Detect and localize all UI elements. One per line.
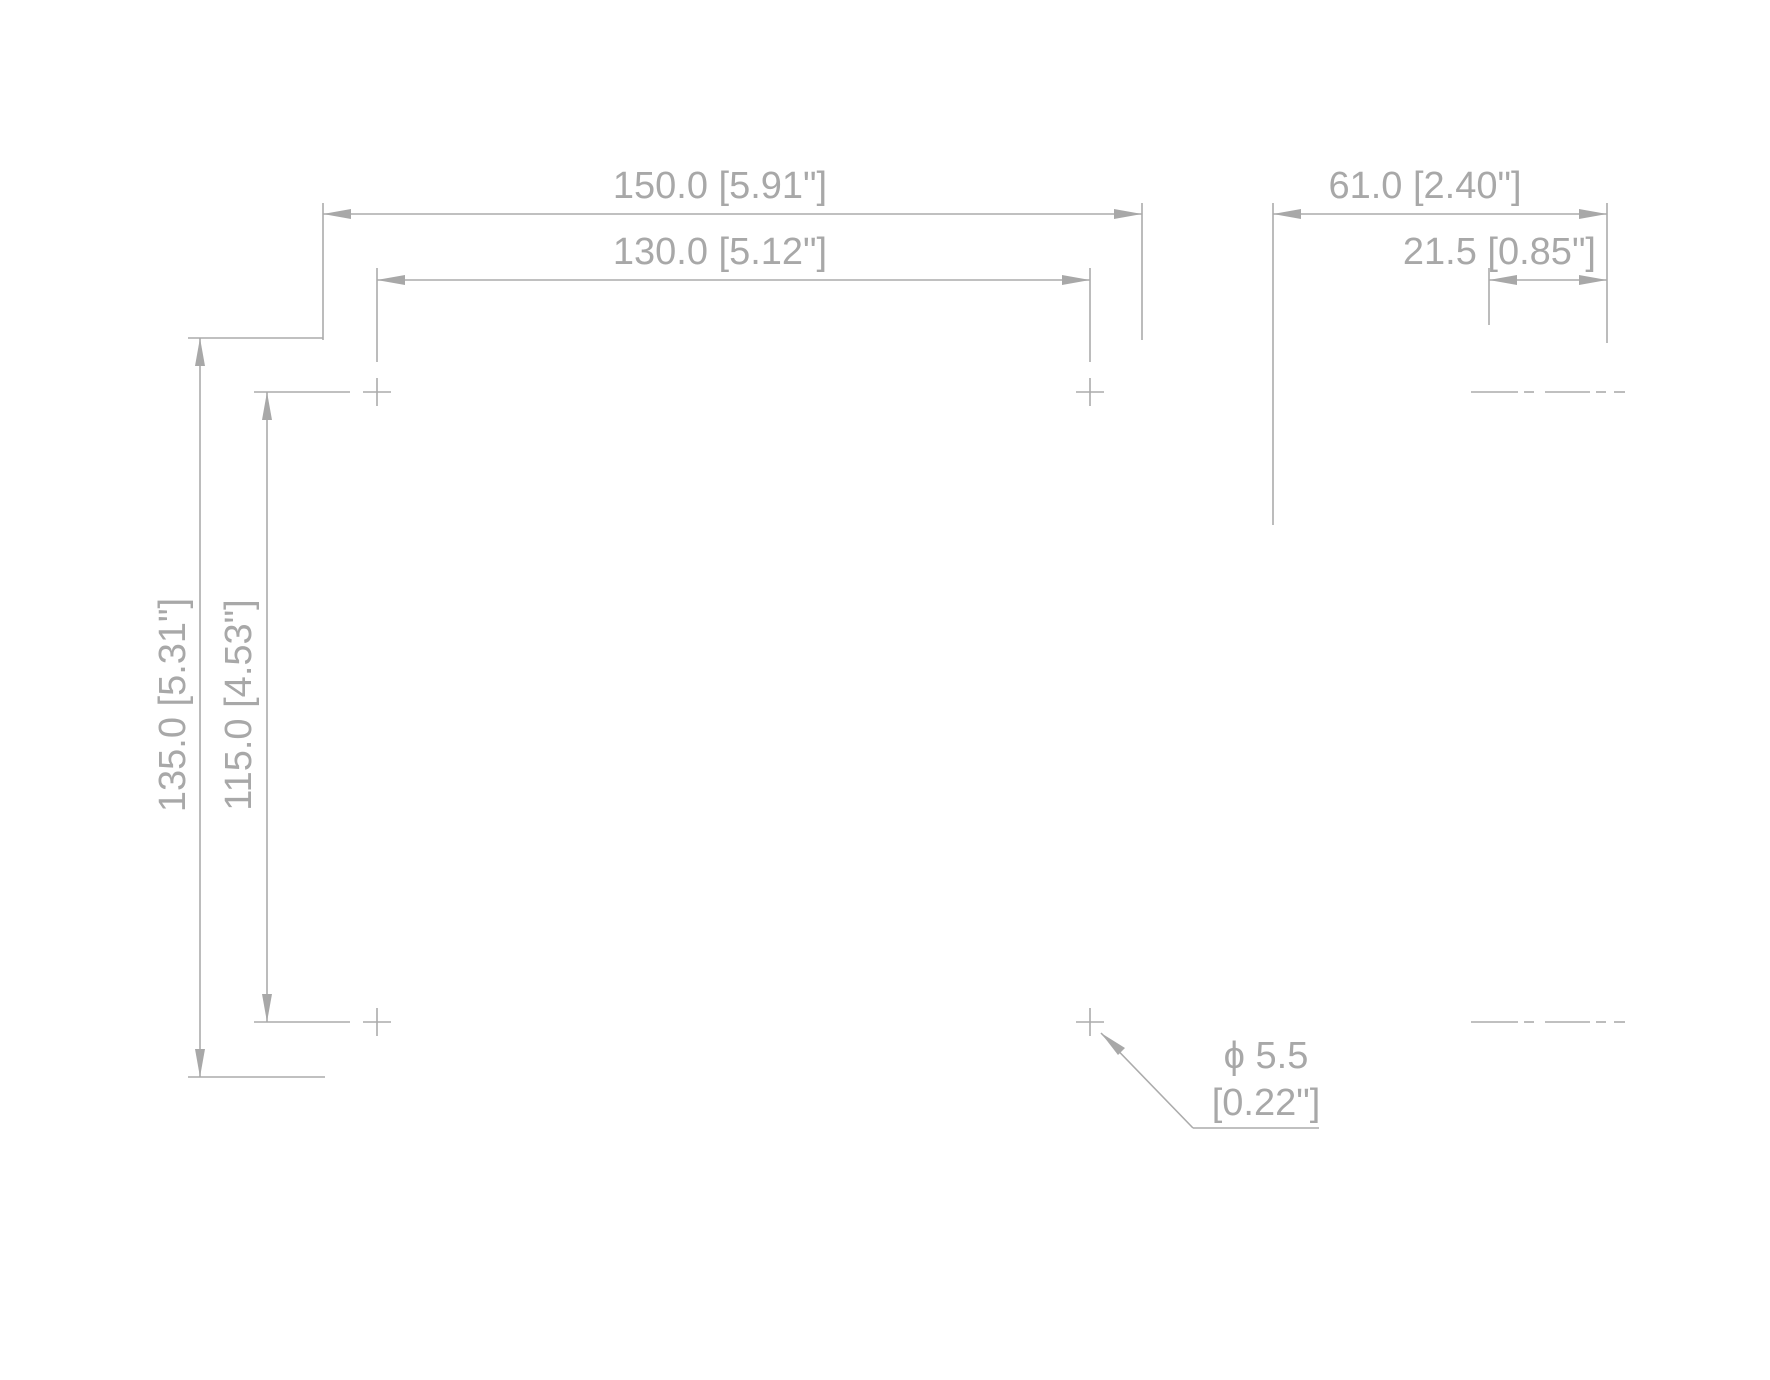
hole-spacing-vertical-label: 115.0 [4.53"]	[218, 599, 260, 810]
hole-mark-bottom-left	[363, 1008, 391, 1036]
overall-width-label: 150.0 [5.91"]	[613, 165, 827, 207]
overall-height-label: 135.0 [5.31"]	[152, 598, 194, 812]
hole-mark-bottom-right	[1076, 1008, 1104, 1036]
dimension-line-hole-spacing-horizontal	[377, 275, 1090, 285]
dimension-line-overall-height	[195, 338, 205, 1077]
extension-lines	[188, 203, 1608, 1078]
hole-mark-top-right	[1076, 378, 1104, 406]
dimension-line-hole-offset-side	[1489, 275, 1607, 285]
hole-diameter-leader	[1100, 1032, 1319, 1129]
hole-mark-top-left	[363, 378, 391, 406]
dimension-line-depth	[1273, 209, 1607, 219]
dimension-line-overall-width	[323, 209, 1142, 219]
dimension-line-hole-spacing-vertical	[262, 392, 272, 1022]
hole-diameter-in-label: [0.22"]	[1212, 1082, 1321, 1124]
hole-diameter-mm-label: ϕ 5.5	[1224, 1035, 1309, 1077]
hole-spacing-horizontal-label: 130.0 [5.12"]	[613, 231, 827, 273]
depth-label: 61.0 [2.40"]	[1328, 165, 1521, 207]
hole-offset-side-label: 21.5 [0.85"]	[1403, 231, 1596, 273]
